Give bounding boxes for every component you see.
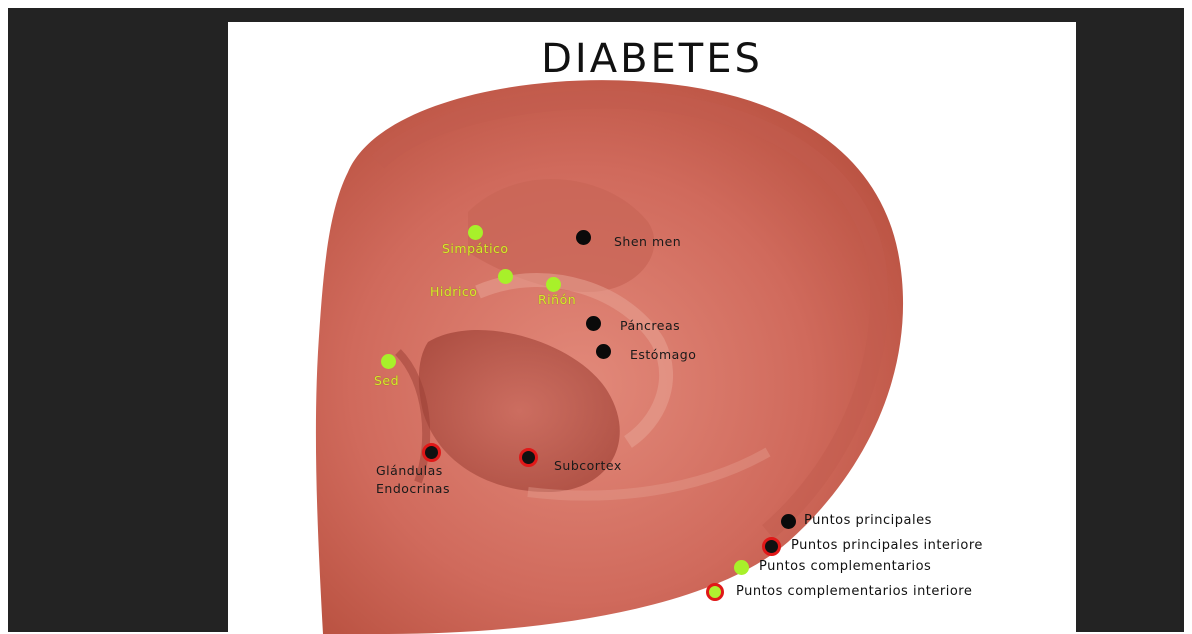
rinon-point: [546, 277, 561, 292]
legend-complementario-label: Puntos complementarios: [759, 559, 931, 574]
rinon-label: Riñón: [538, 292, 576, 307]
glandulas-point: [422, 443, 441, 462]
hidrico-label: Hidrico: [430, 284, 477, 299]
legend-principal-interior-label: Puntos principales interiore: [791, 538, 983, 553]
legend-principal-label: Puntos principales: [804, 513, 932, 528]
hidrico-point: [498, 269, 513, 284]
subcortex-label: Subcortex: [554, 458, 622, 473]
sed-label: Sed: [374, 373, 399, 388]
legend-complementario-interior-label: Puntos complementarios interiore: [736, 584, 972, 599]
shen-men-label: Shen men: [614, 234, 681, 249]
pancreas-label: Páncreas: [620, 318, 680, 333]
estomago-point: [596, 344, 611, 359]
legend-complementario-interior-marker: [706, 583, 724, 601]
simpatico-label: Simpático: [442, 241, 509, 256]
estomago-label: Estómago: [630, 347, 696, 362]
glandulas-label: Glándulas Endocrinas: [376, 462, 486, 498]
legend-principal-marker: [781, 514, 796, 529]
sed-point: [381, 354, 396, 369]
subcortex-point: [519, 448, 538, 467]
image-panel: DIABETES Shen men Páncreas Estómago Simp…: [228, 22, 1076, 634]
pancreas-point: [586, 316, 601, 331]
legend-complementario-marker: [734, 560, 749, 575]
page-title: DIABETES: [228, 36, 1076, 82]
simpatico-point: [468, 225, 483, 240]
shen-men-point: [576, 230, 591, 245]
legend-principal-interior-marker: [762, 537, 781, 556]
